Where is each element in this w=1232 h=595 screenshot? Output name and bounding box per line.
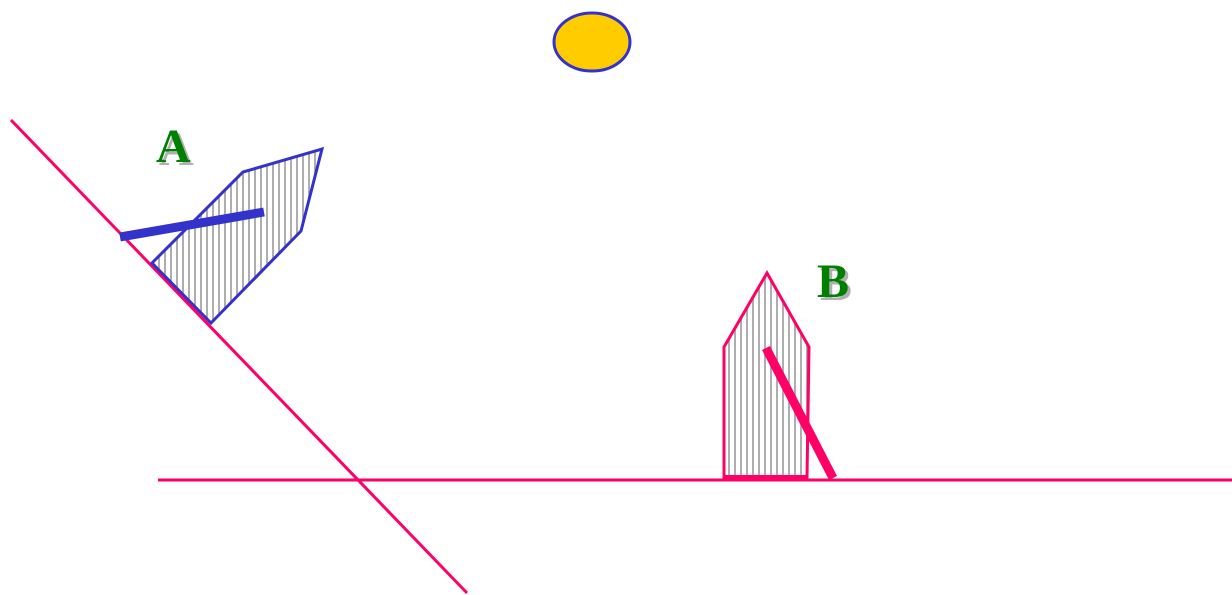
- label-a: A: [156, 120, 191, 173]
- stick-b: [761, 345, 838, 481]
- label-a-shadow: A: [159, 123, 194, 176]
- inclined-line: [9, 118, 469, 595]
- shape-b: [722, 269, 811, 480]
- shape-a: [149, 146, 325, 326]
- label-b: B: [817, 255, 849, 308]
- stick-a: [119, 207, 265, 242]
- sun-icon: [552, 11, 632, 73]
- label-b-shadow: B: [820, 258, 852, 311]
